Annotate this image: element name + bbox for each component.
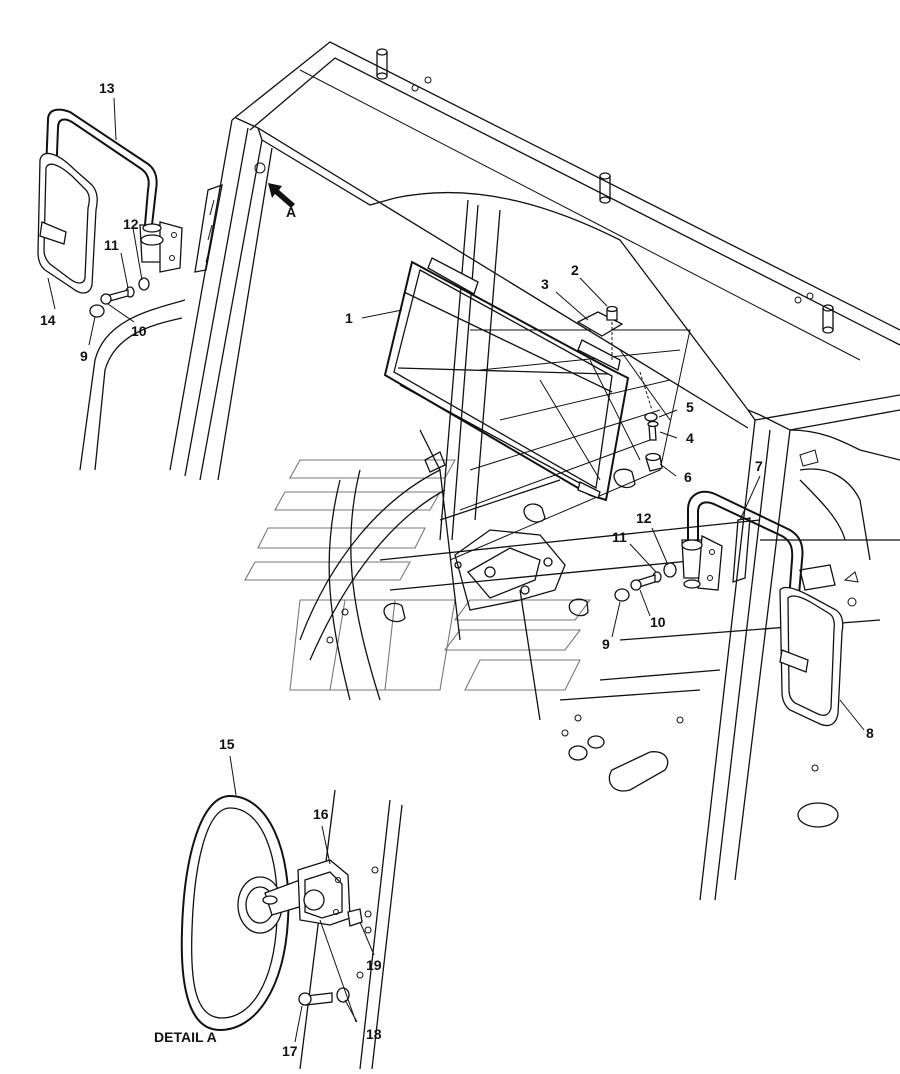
callout-9-left: 9 bbox=[80, 348, 88, 364]
callout-7: 7 bbox=[755, 458, 763, 474]
cab-structure bbox=[79, 41, 900, 901]
callout-9-right: 9 bbox=[602, 636, 610, 652]
callout-13: 13 bbox=[99, 80, 115, 96]
callout-11-right: 11 bbox=[612, 529, 627, 545]
callout-6: 6 bbox=[684, 469, 692, 485]
left-mirror-hardware bbox=[89, 277, 150, 318]
callout-10-left: 10 bbox=[131, 323, 147, 339]
callout-8: 8 bbox=[866, 725, 874, 741]
leader-lines bbox=[47, 97, 865, 1043]
callout-11-left: 11 bbox=[104, 237, 119, 253]
visor-hardware bbox=[576, 305, 663, 472]
callout-4: 4 bbox=[686, 430, 694, 446]
callout-16: 16 bbox=[313, 806, 329, 822]
detail-a-label: DETAIL A bbox=[154, 1029, 217, 1045]
callout-10-right: 10 bbox=[650, 614, 666, 630]
callout-18: 18 bbox=[366, 1026, 382, 1042]
view-marker-label: A bbox=[286, 204, 296, 220]
sun-visor bbox=[383, 257, 630, 502]
right-mirror-hardware bbox=[614, 562, 677, 602]
callout-labels: 1 2 3 4 5 6 7 8 9 9 10 10 11 11 12 12 13… bbox=[40, 80, 874, 1059]
callout-15: 15 bbox=[219, 736, 235, 752]
callout-12-left: 12 bbox=[123, 216, 139, 232]
left-mirror bbox=[37, 108, 183, 294]
callout-1: 1 bbox=[345, 310, 353, 326]
detail-a-mirror bbox=[180, 789, 403, 1070]
callout-19: 19 bbox=[366, 957, 382, 973]
callout-5: 5 bbox=[686, 399, 694, 415]
view-arrow bbox=[268, 183, 295, 208]
callout-3: 3 bbox=[541, 276, 549, 292]
watermark-logo bbox=[244, 459, 592, 691]
callout-17: 17 bbox=[282, 1043, 298, 1059]
right-mirror bbox=[681, 490, 844, 727]
callout-2: 2 bbox=[571, 262, 579, 278]
callout-14: 14 bbox=[40, 312, 56, 328]
callout-12-right: 12 bbox=[636, 510, 652, 526]
